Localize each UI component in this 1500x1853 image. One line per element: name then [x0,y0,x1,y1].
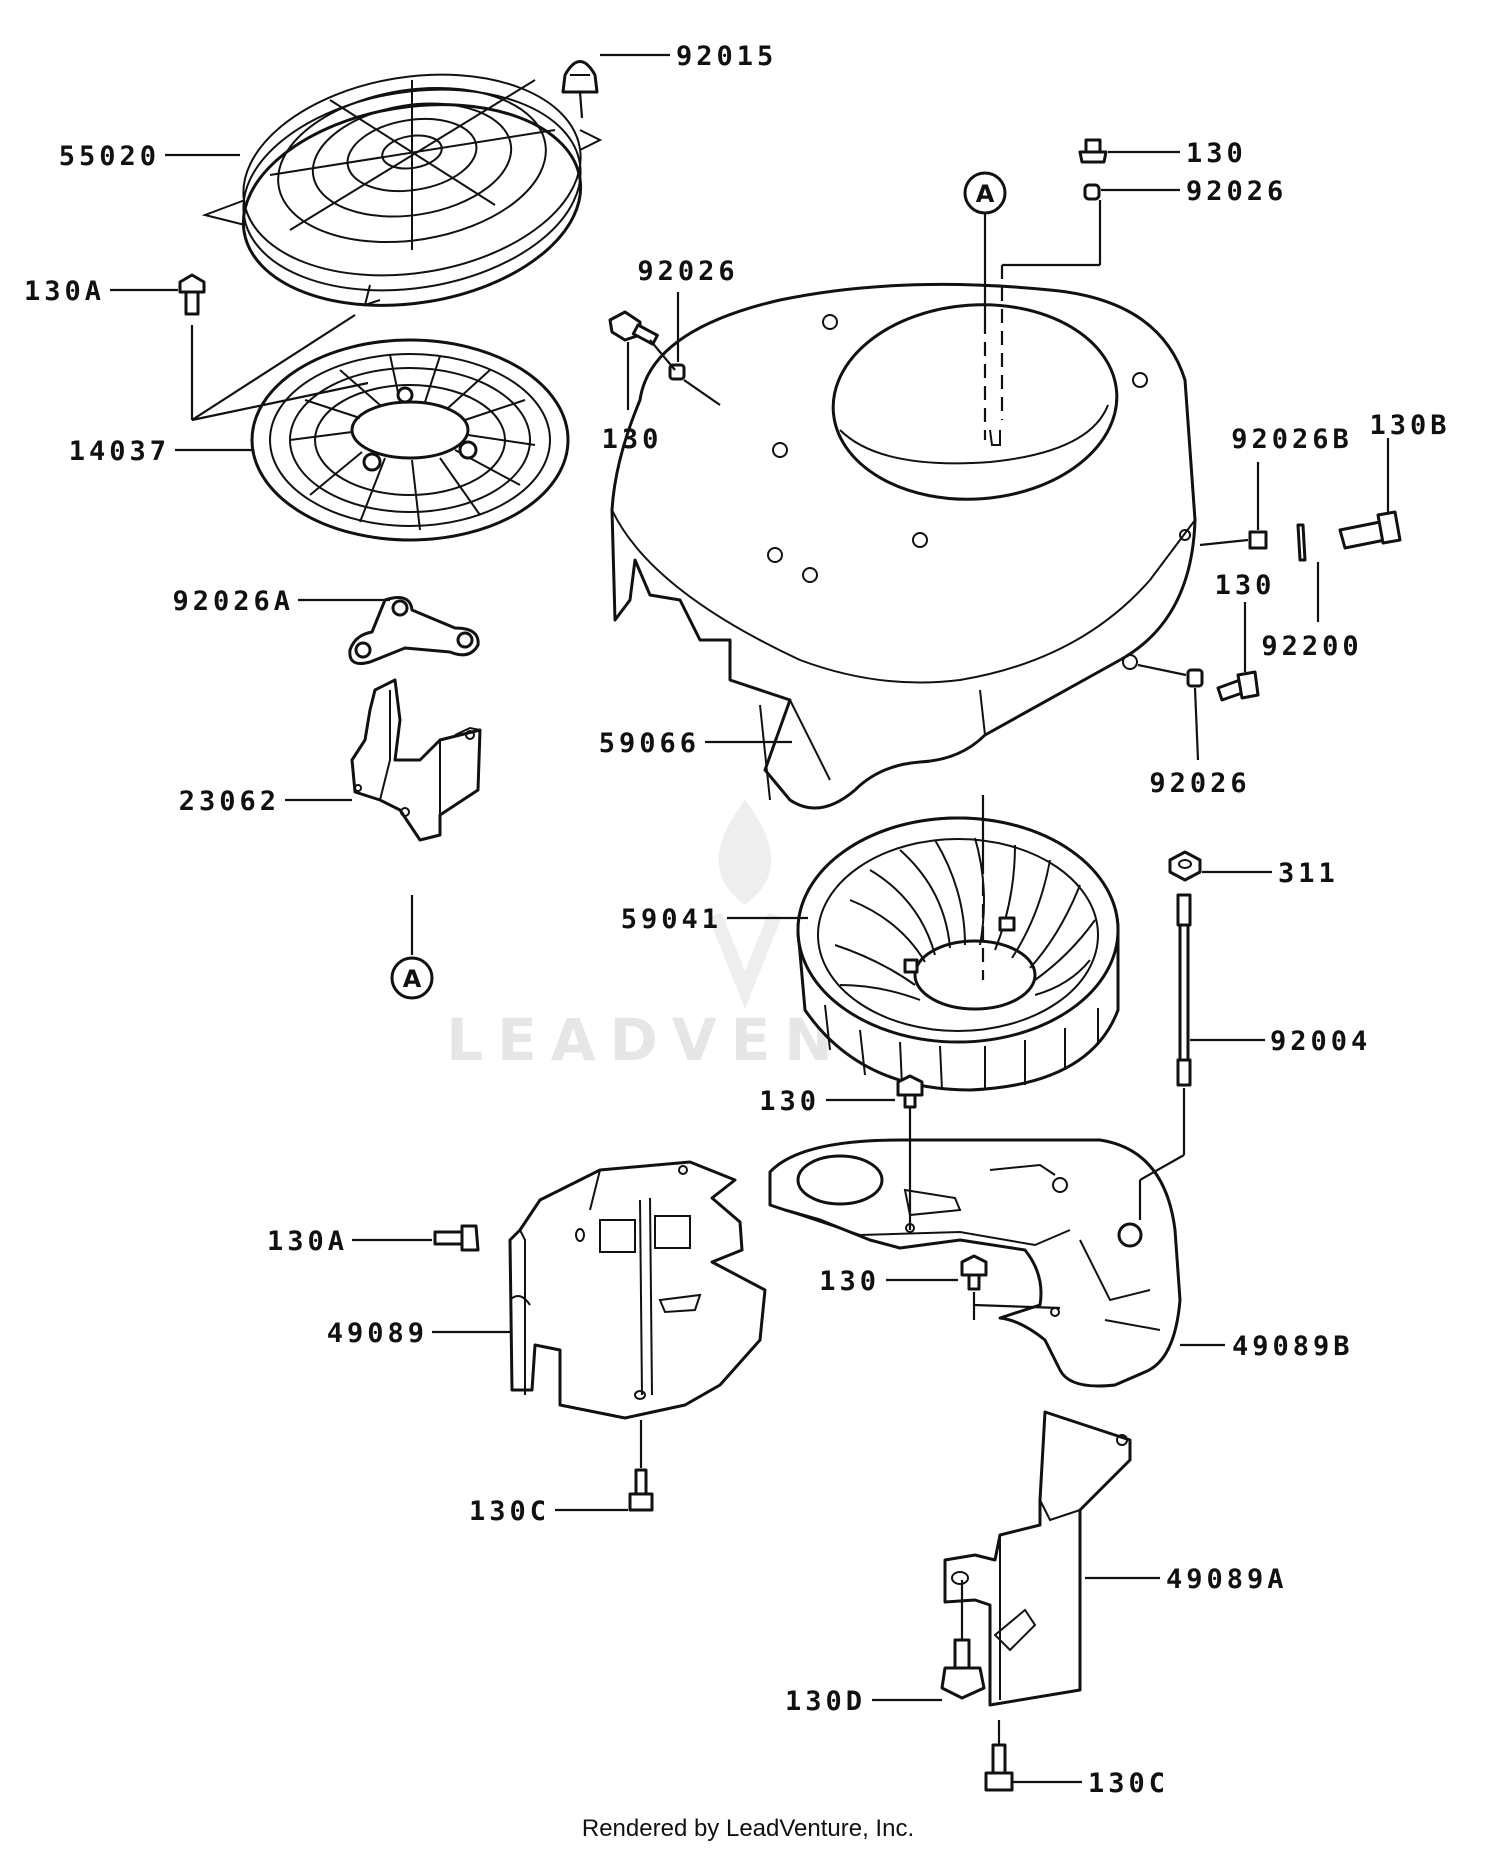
label-92015: 92015 [676,41,777,72]
label-130C-left: 130C [469,1496,550,1527]
bolt-130A-top [178,273,206,316]
baffle-49089A [943,1410,1132,1707]
plate-92026A [348,596,480,665]
label-130D: 130D [785,1686,866,1717]
fan-59041 [796,816,1120,1092]
bolt-130B [1338,510,1402,550]
bolt-130-low [960,1254,988,1291]
label-92026-lower: 92026 [1149,768,1250,799]
label-59041: 59041 [621,904,722,935]
pin-92200 [1296,523,1307,562]
label-130A-mid: 130A [267,1226,348,1257]
label-130A-top: 130A [24,276,105,307]
shroud-59066 [610,282,1197,810]
part-labels: 92015 55020 130A 14037 92026A 23062 9202… [24,41,1450,1799]
label-311: 311 [1278,858,1339,889]
label-14037: 14037 [69,436,170,467]
bolt-130-mid [896,1074,924,1109]
label-92004: 92004 [1270,1026,1371,1057]
label-130-right: 130 [1215,570,1276,601]
baffle-49089B [768,1138,1182,1388]
washer-92026-lower [1186,668,1204,688]
bolt-130A-mid [433,1224,480,1252]
stud-92004 [1176,893,1192,1087]
callout-a-top: A [963,171,1007,215]
label-130C-bottom: 130C [1088,1768,1169,1799]
label-130-left: 130 [602,424,663,455]
callout-a-bottom: A [390,956,434,1000]
label-59066: 59066 [599,728,700,759]
label-130B: 130B [1369,410,1450,441]
bolt-130C-bottom [984,1743,1014,1792]
bolt-130-top [1078,138,1108,164]
bolt-130-right [1216,670,1260,702]
label-55020: 55020 [59,141,160,172]
label-92026B: 92026B [1231,424,1353,455]
bolt-130D [940,1638,986,1700]
label-92026A: 92026A [172,586,294,617]
bracket-23062 [350,678,482,842]
guard-14037 [250,338,570,542]
label-130-low: 130 [819,1266,880,1297]
label-49089A: 49089A [1166,1564,1288,1595]
leader-lines [110,53,1390,1784]
label-92026-top: 92026 [1186,176,1287,207]
bolt-130-left [608,310,659,346]
label-92026-upper: 92026 [637,256,738,287]
washer-92026-top [1083,183,1101,201]
label-49089: 49089 [327,1318,428,1349]
callout-a-top-text: A [976,180,995,208]
label-130-top: 130 [1186,138,1247,169]
bolt-130C-left [628,1468,654,1512]
label-130-mid: 130 [759,1086,820,1117]
label-49089B: 49089B [1232,1331,1354,1362]
washer-92026B [1248,530,1268,550]
label-92200: 92200 [1261,631,1362,662]
screen-55020 [201,73,603,307]
nut-92015 [561,60,599,94]
baffle-49089 [508,1160,767,1420]
callout-a-bottom-text: A [403,965,422,993]
nut-311 [1168,850,1202,882]
label-23062: 23062 [179,786,280,817]
footer-credit: Rendered by LeadVenture, Inc. [582,1815,914,1842]
